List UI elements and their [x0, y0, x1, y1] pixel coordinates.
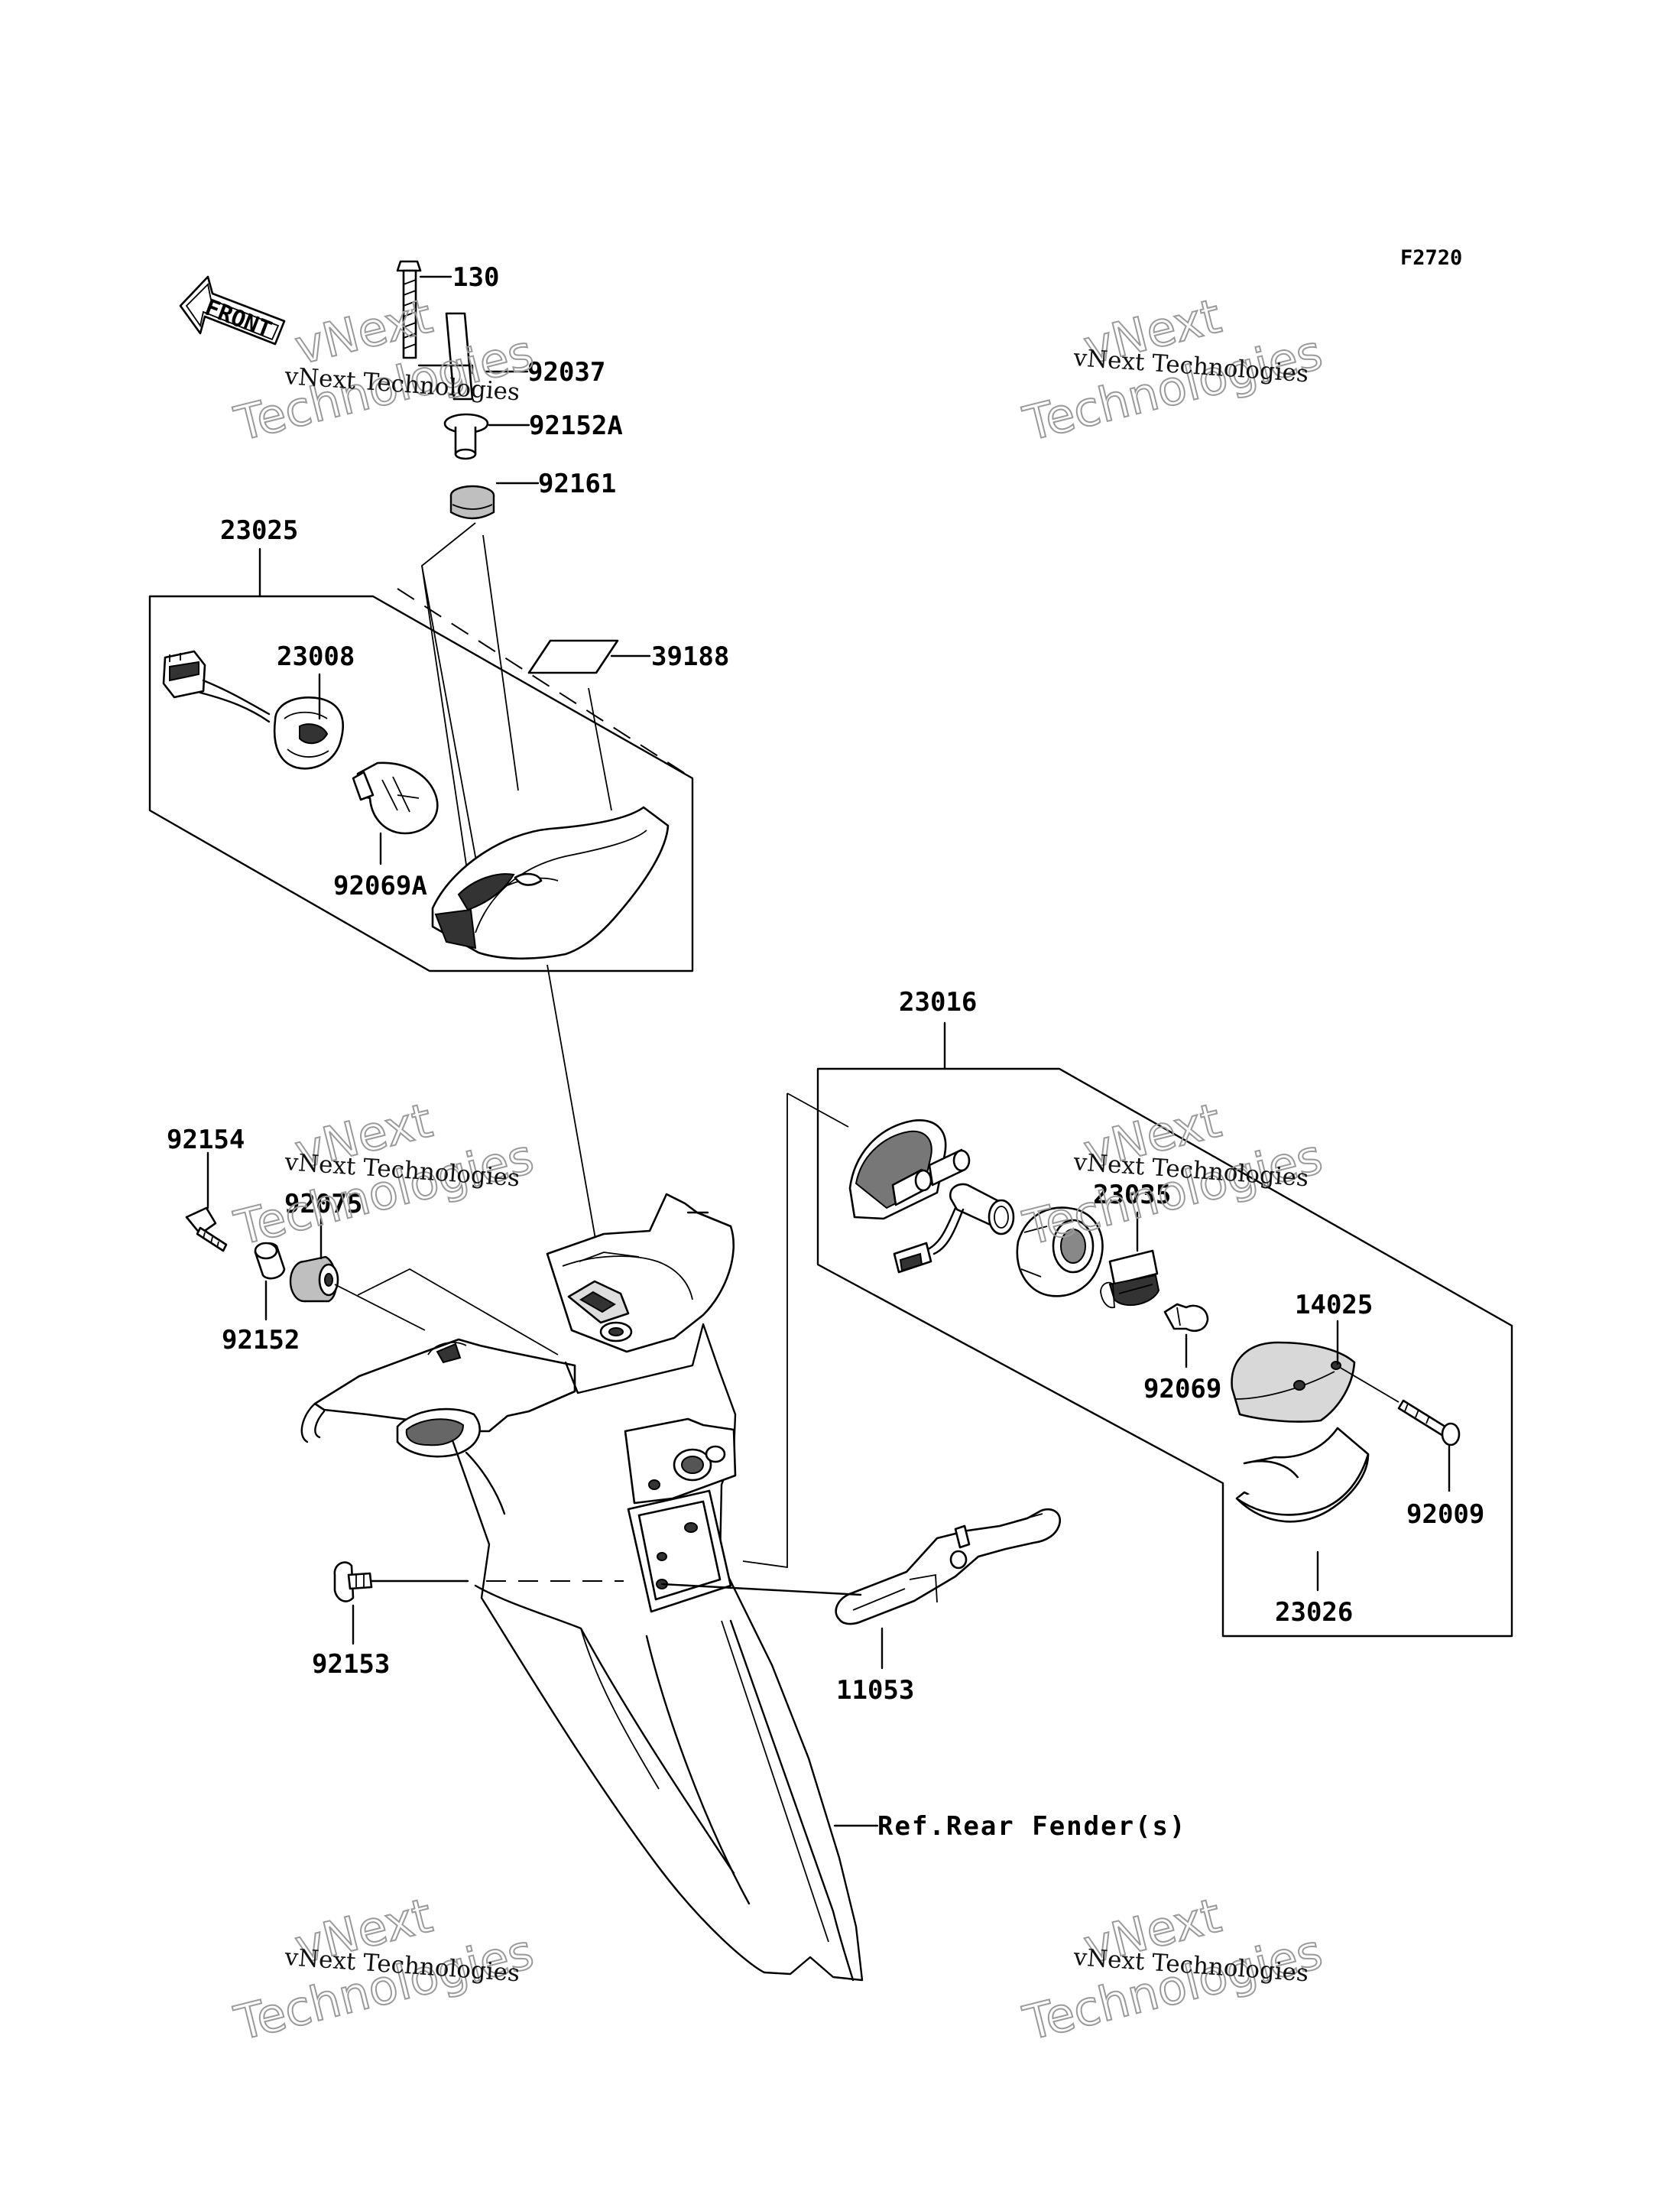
label-92161: 92161	[538, 469, 616, 499]
label-92069A: 92069A	[333, 871, 427, 901]
figure-code: F2720	[1400, 246, 1462, 270]
bulb-92069A	[352, 761, 439, 835]
clip-23035	[1100, 1249, 1160, 1309]
label-92009: 92009	[1406, 1499, 1484, 1530]
label-23008: 23008	[277, 641, 355, 672]
collar-92152	[254, 1242, 286, 1280]
label-92075: 92075	[284, 1189, 362, 1219]
label-92037: 92037	[527, 357, 605, 388]
label-39188: 39188	[651, 641, 729, 672]
tail-lamp-housing	[397, 588, 693, 960]
grommet-92075	[289, 1255, 339, 1303]
lamp-bracket-base	[848, 1119, 971, 1220]
screw-92009	[1338, 1366, 1461, 1446]
lens-14025	[1231, 1341, 1356, 1423]
label-23035: 23035	[1093, 1180, 1171, 1210]
screw-92154	[185, 1206, 228, 1252]
label-92152A: 92152A	[529, 411, 623, 441]
bolt-130	[396, 260, 422, 359]
label-92152: 92152	[222, 1325, 300, 1355]
label-23025: 23025	[220, 515, 298, 546]
socket-23016	[893, 1183, 1015, 1274]
grommet-92161	[449, 485, 495, 520]
lens-holder	[1016, 1206, 1104, 1297]
label-92153: 92153	[312, 1649, 390, 1680]
label-92069: 92069	[1143, 1374, 1221, 1404]
watermark-tl: vNext Technologies	[229, 287, 540, 453]
group-box-23016	[816, 1067, 1513, 1638]
label-23016: 23016	[899, 987, 977, 1018]
label-23026: 23026	[1275, 1597, 1353, 1628]
label-130: 130	[452, 262, 499, 293]
label-14025: 14025	[1295, 1290, 1373, 1320]
label-92154: 92154	[167, 1125, 245, 1155]
front-label: FRONT	[201, 294, 275, 344]
ref-rear-fender: Ref.Rear Fender(s)	[877, 1811, 1186, 1842]
socket-23008	[162, 650, 345, 770]
bulb-92069	[1163, 1303, 1209, 1332]
reflector-23026	[1235, 1427, 1370, 1523]
bracket-11053	[835, 1508, 1062, 1625]
label-11053: 11053	[836, 1675, 914, 1706]
collar-92152A	[443, 413, 489, 460]
group-box-23025	[148, 595, 694, 972]
rear-fender	[300, 1193, 864, 1982]
strip-92037	[445, 312, 474, 401]
plate-39188	[527, 639, 619, 674]
bolt-92153	[333, 1561, 373, 1602]
front-arrow-icon: FRONT	[179, 275, 286, 346]
